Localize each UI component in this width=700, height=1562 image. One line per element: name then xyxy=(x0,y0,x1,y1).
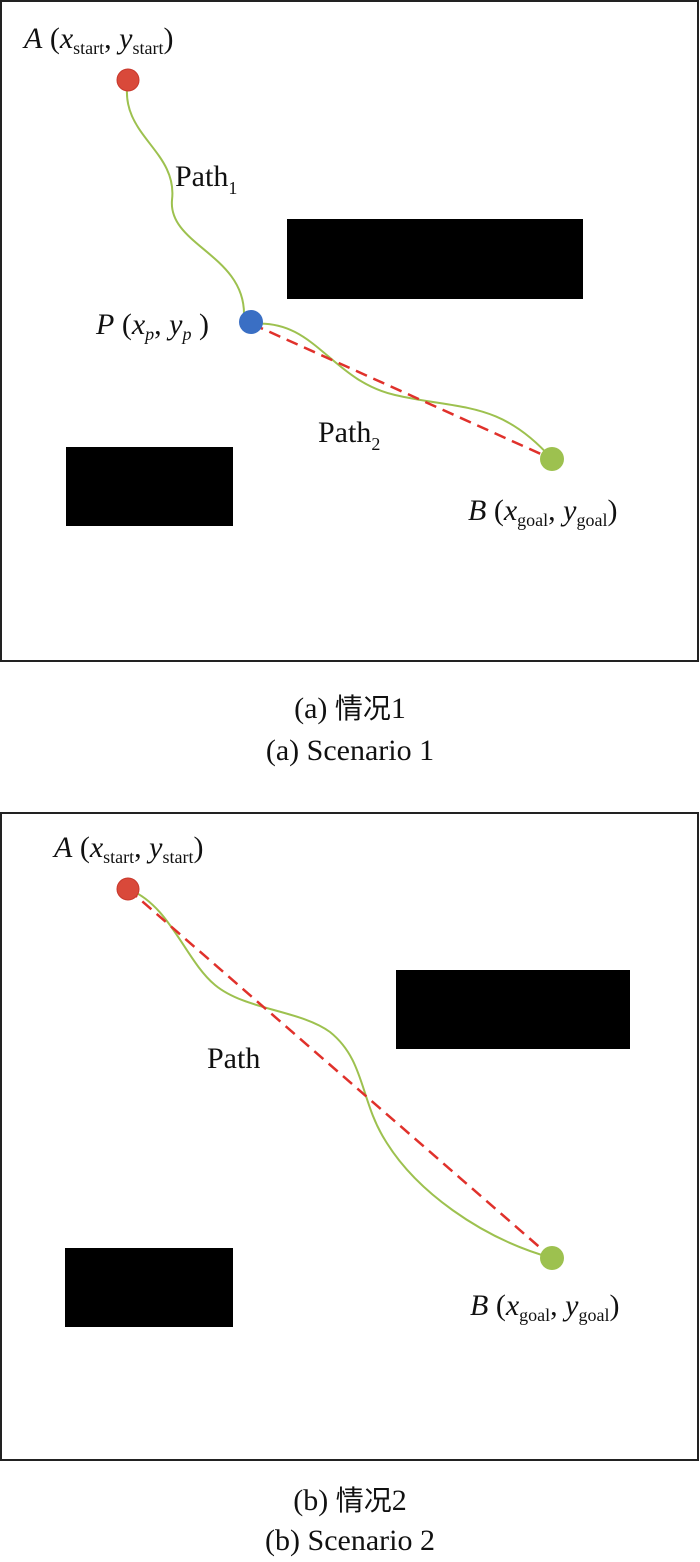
scenario-1-frame xyxy=(0,0,699,662)
goal-point-b xyxy=(540,447,564,471)
waypoint-p xyxy=(239,310,263,334)
path-1-label: Path1 xyxy=(175,160,237,198)
scenario-1-caption-en: (a) Scenario 1 xyxy=(266,734,434,767)
path-curve xyxy=(127,888,553,1259)
scenario-2-caption-en: (b) Scenario 2 xyxy=(265,1524,435,1557)
scenario-2-caption-cn: (b) 情况2 xyxy=(293,1484,407,1517)
goal-label-b: B (xgoal, ygoal) xyxy=(470,1289,619,1325)
waypoint-label-p: P (xp, yp ) xyxy=(95,308,209,344)
obstacle-top-right xyxy=(287,219,583,299)
start-label-a: A (xstart, ystart) xyxy=(52,831,203,867)
goal-point-b xyxy=(540,1246,564,1270)
goal-label-b: B (xgoal, ygoal) xyxy=(468,494,617,530)
obstacle-left xyxy=(66,447,233,526)
path-2-label: Path2 xyxy=(318,416,380,454)
start-label-a: A (xstart, ystart) xyxy=(22,22,173,58)
obstacle-left xyxy=(65,1248,233,1327)
start-point-a xyxy=(116,877,140,901)
path-label: Path xyxy=(207,1042,260,1075)
straight-line-a-to-b xyxy=(127,888,553,1259)
start-point-a xyxy=(116,68,140,92)
scenario-2-panel: A (xstart, ystart) Path B (xgoal, ygoal) xyxy=(0,812,699,1461)
scenario-1-panel: A (xstart, ystart) Path1 P (xp, yp ) Pat… xyxy=(0,0,699,662)
path-2-curve xyxy=(251,322,553,460)
path-1-curve xyxy=(125,79,246,316)
scenario-1-caption-cn: (a) 情况1 xyxy=(294,692,406,725)
straight-line-p-to-b xyxy=(251,322,553,461)
scenario-2-frame xyxy=(0,812,699,1461)
obstacle-top-right xyxy=(396,970,630,1049)
